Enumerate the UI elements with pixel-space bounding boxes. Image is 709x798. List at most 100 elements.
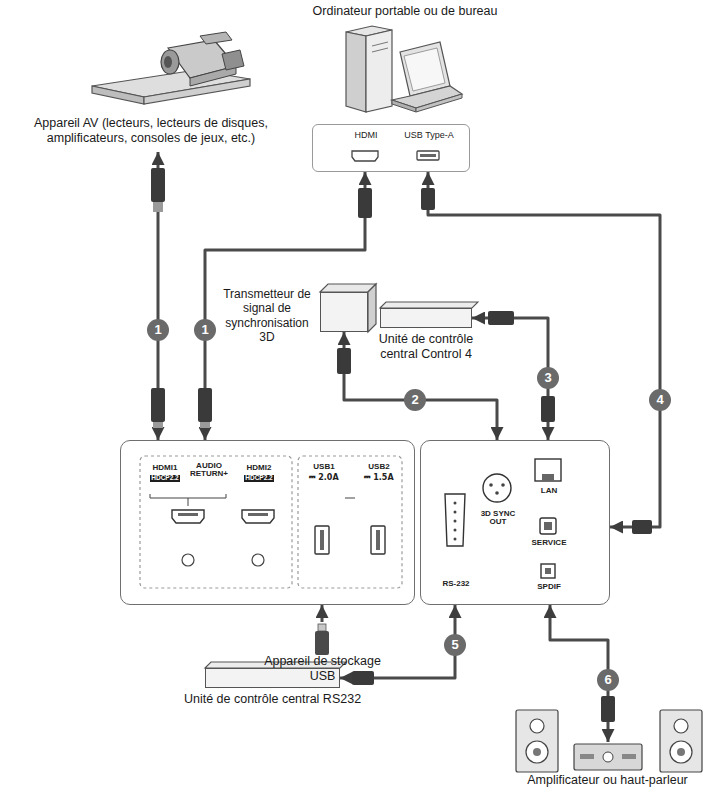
hdmi-port-group: [178, 513, 198, 516]
device-box: Unité de contrôle central Control 4: [380, 308, 472, 328]
computer-illustration: [416, 94, 462, 112]
device-node: Ordinateur portable ou de bureauHDMIUSB …: [290, 2, 520, 174]
computer-port: [417, 151, 439, 160]
device-node: Appareil de stockage USB: [250, 622, 395, 690]
rs232-port: [454, 502, 457, 505]
av-device-illustration: [164, 56, 172, 68]
cable-plug: [151, 168, 165, 202]
rs232-port: [445, 494, 465, 546]
av-device-illustration: [92, 32, 250, 104]
port-label: USB2: [362, 463, 396, 471]
speaker-illustration: [580, 754, 594, 759]
usb-port-group: [298, 456, 402, 588]
port-label: HDCP2.2: [150, 475, 180, 482]
transmitter-illustration: [320, 284, 376, 292]
computer-illustration: [346, 32, 366, 112]
cable-group: [158, 152, 660, 742]
callout-number: 6: [597, 669, 619, 691]
port-label: USB1: [307, 463, 341, 471]
usb-stick-illustration: [315, 631, 329, 655]
speaker-illustration: [574, 744, 642, 770]
spdif-port: [541, 564, 555, 578]
computer-illustration: [392, 100, 416, 112]
hdmi-port-group: [150, 494, 226, 498]
port-label: USB Type-A: [398, 130, 460, 141]
speaker-illustration: [660, 710, 702, 772]
callout-number: 1: [147, 319, 169, 341]
computer-illustration: [372, 48, 388, 52]
port-label: SPDIF: [531, 583, 567, 591]
cable-plug: [601, 696, 615, 722]
cable-plug: [488, 311, 514, 325]
port-label: AUDIO RETURN+: [189, 462, 229, 479]
sync-port: [501, 483, 505, 487]
hdmi-port-group: [252, 554, 264, 566]
usb-port-group: [315, 526, 329, 554]
cable-plug: [421, 188, 435, 210]
port-label: HDMI: [344, 130, 388, 141]
cable-plug: [352, 671, 374, 685]
computer-port: [420, 154, 436, 157]
cable-plug: [151, 388, 165, 422]
cable-plug: [151, 168, 652, 722]
cable-plug: [632, 520, 652, 534]
computer-illustration: [346, 26, 462, 112]
callout-number: 3: [537, 367, 559, 389]
cable: [344, 332, 497, 440]
transmitter-illustration: [368, 284, 376, 332]
usb-stick-illustration: [315, 624, 329, 655]
speaker-illustration: [533, 748, 541, 756]
rs232-port: [454, 511, 457, 514]
av-device-illustration: [161, 50, 179, 74]
sync-port: [483, 474, 511, 502]
callout-number: 2: [404, 389, 426, 411]
port-label: RS-232: [434, 580, 478, 588]
device-node: Appareil AV (lecteurs, lecteurs de disqu…: [6, 40, 296, 152]
usb-port-group: [371, 526, 385, 554]
rs232-port: [445, 494, 465, 546]
port-label: SERVICE: [527, 539, 571, 547]
computer-illustration: [404, 48, 445, 91]
speaker-illustration: [670, 741, 692, 763]
cable-plug: [358, 188, 372, 218]
usb-stick-illustration: [318, 624, 326, 631]
port-label: ⎓ 1.5A: [358, 474, 400, 482]
device-box: Transmetteur de signal de synchronisatio…: [320, 292, 368, 332]
port-label: ⎓ 2.0A: [303, 474, 345, 482]
cable-plug: [198, 388, 212, 422]
av-device-illustration: [222, 50, 244, 70]
projector-panel: RS-2323D SYNC OUTLANSERVICESPDIF: [420, 440, 610, 605]
device-node: Amplificateur ou haut-parleur: [510, 742, 705, 794]
service-port: [544, 522, 552, 530]
hdmi-port-group: [182, 554, 194, 566]
cable-plug: [541, 396, 555, 422]
transmitter-illustration: [320, 284, 376, 332]
hdmi-port-group: [140, 456, 292, 588]
speaker-illustration: [674, 719, 688, 733]
speaker-illustration: [603, 752, 613, 762]
lan-port: [535, 459, 561, 481]
node-label: Appareil AV (lecteurs, lecteurs de disqu…: [6, 116, 296, 146]
av-device-illustration: [92, 86, 144, 104]
projector-panel: HDMI1HDCP2.2AUDIO RETURN+HDMI2HDCP2.2USB…: [120, 440, 415, 605]
node-label: Unité de contrôle central RS232: [157, 692, 389, 707]
service-port: [540, 518, 556, 534]
hdmi-port-group: [188, 498, 189, 506]
hdmi-port-group: [172, 510, 204, 523]
callout-number: 1: [194, 319, 216, 341]
rs232-port: [454, 529, 457, 532]
speaker-illustration: [516, 710, 558, 772]
hdmi-port-group: [242, 510, 274, 523]
hdmi-port-group: [248, 513, 268, 516]
callout-number: 4: [649, 389, 671, 411]
service-port: [540, 518, 556, 534]
computer-illustration: [366, 30, 392, 112]
speaker-illustration: [622, 754, 636, 759]
node-label: Unité de contrôle central Control 4: [368, 332, 484, 362]
node-label: Appareil de stockage USB: [250, 654, 395, 684]
cable-plug: [200, 422, 210, 428]
sync-port: [483, 474, 511, 502]
callout-number: 5: [444, 634, 466, 656]
speaker-illustration: [530, 719, 544, 733]
